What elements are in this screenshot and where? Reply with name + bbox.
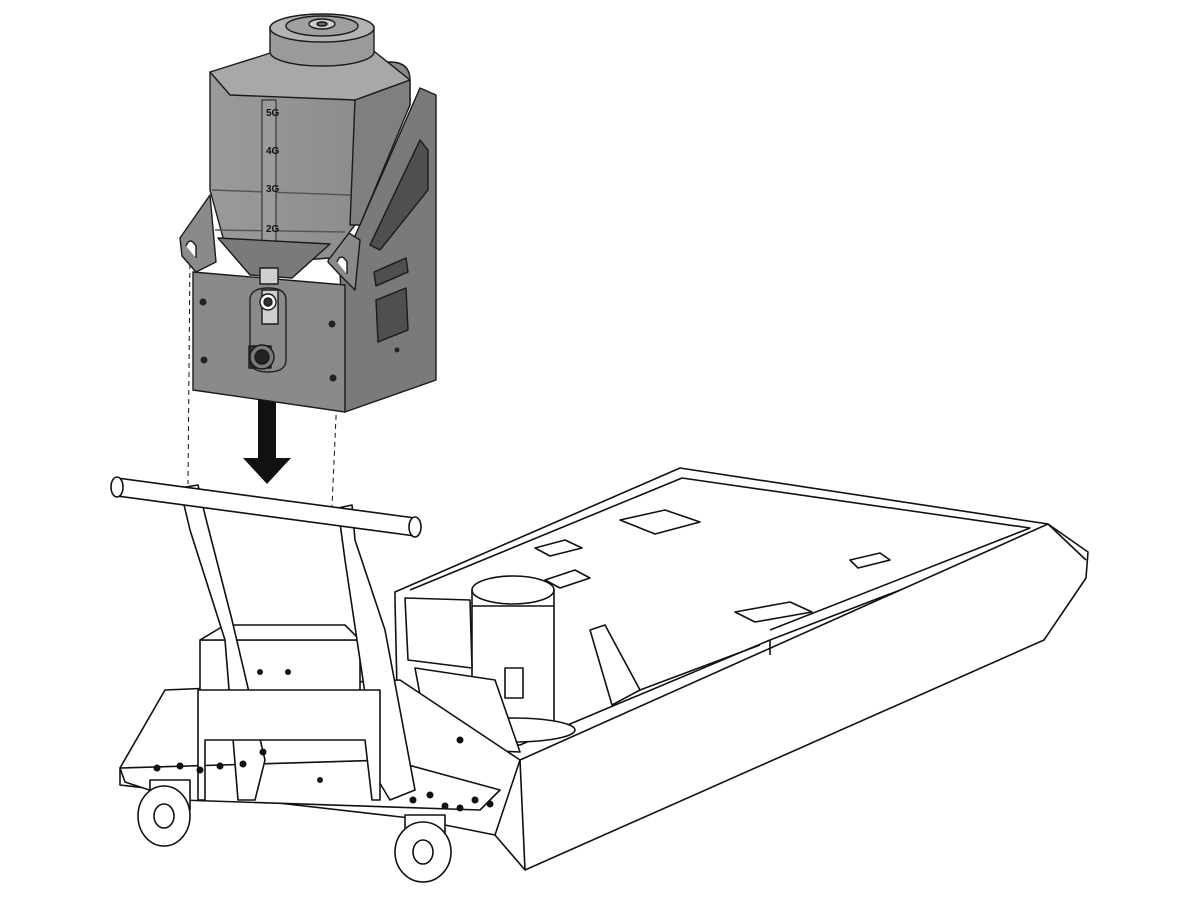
panel-screws <box>199 298 400 382</box>
handle-bar <box>110 476 422 538</box>
gauge-mark-5g: 5G <box>266 108 280 119</box>
tank-front-panel <box>192 271 346 413</box>
alignment-guide-left <box>187 254 191 485</box>
tank-bracket-ear-left <box>179 194 217 273</box>
gauge-mark-4g: 4G <box>266 146 280 157</box>
deck-cutout <box>849 552 891 569</box>
base-cart <box>110 467 1089 883</box>
handle-brace <box>197 689 381 801</box>
valve-window <box>249 287 287 373</box>
caster-left <box>137 779 191 847</box>
gauge-mark-3g: 3G <box>266 184 280 195</box>
deck-cutout <box>544 569 591 589</box>
tank-bracket-slot <box>375 287 409 343</box>
tank-funnel <box>217 237 331 279</box>
water-tank-assembly <box>179 13 437 413</box>
deck-cutout <box>734 601 813 623</box>
gauge-mark-2g: 2G <box>266 224 280 235</box>
tank-bracket-cutout <box>369 139 429 251</box>
tank-bracket-slot <box>373 257 409 287</box>
drain-valve <box>248 267 279 370</box>
down-arrow-icon <box>243 396 291 484</box>
motor-bracket <box>589 624 641 706</box>
bolts <box>153 669 494 812</box>
motor-bracket <box>404 597 473 669</box>
tank-cap <box>269 13 375 67</box>
caster-right <box>394 814 452 883</box>
deck-cutout <box>534 539 583 557</box>
deck-cutout <box>619 509 701 535</box>
deck-rim <box>409 477 1031 631</box>
